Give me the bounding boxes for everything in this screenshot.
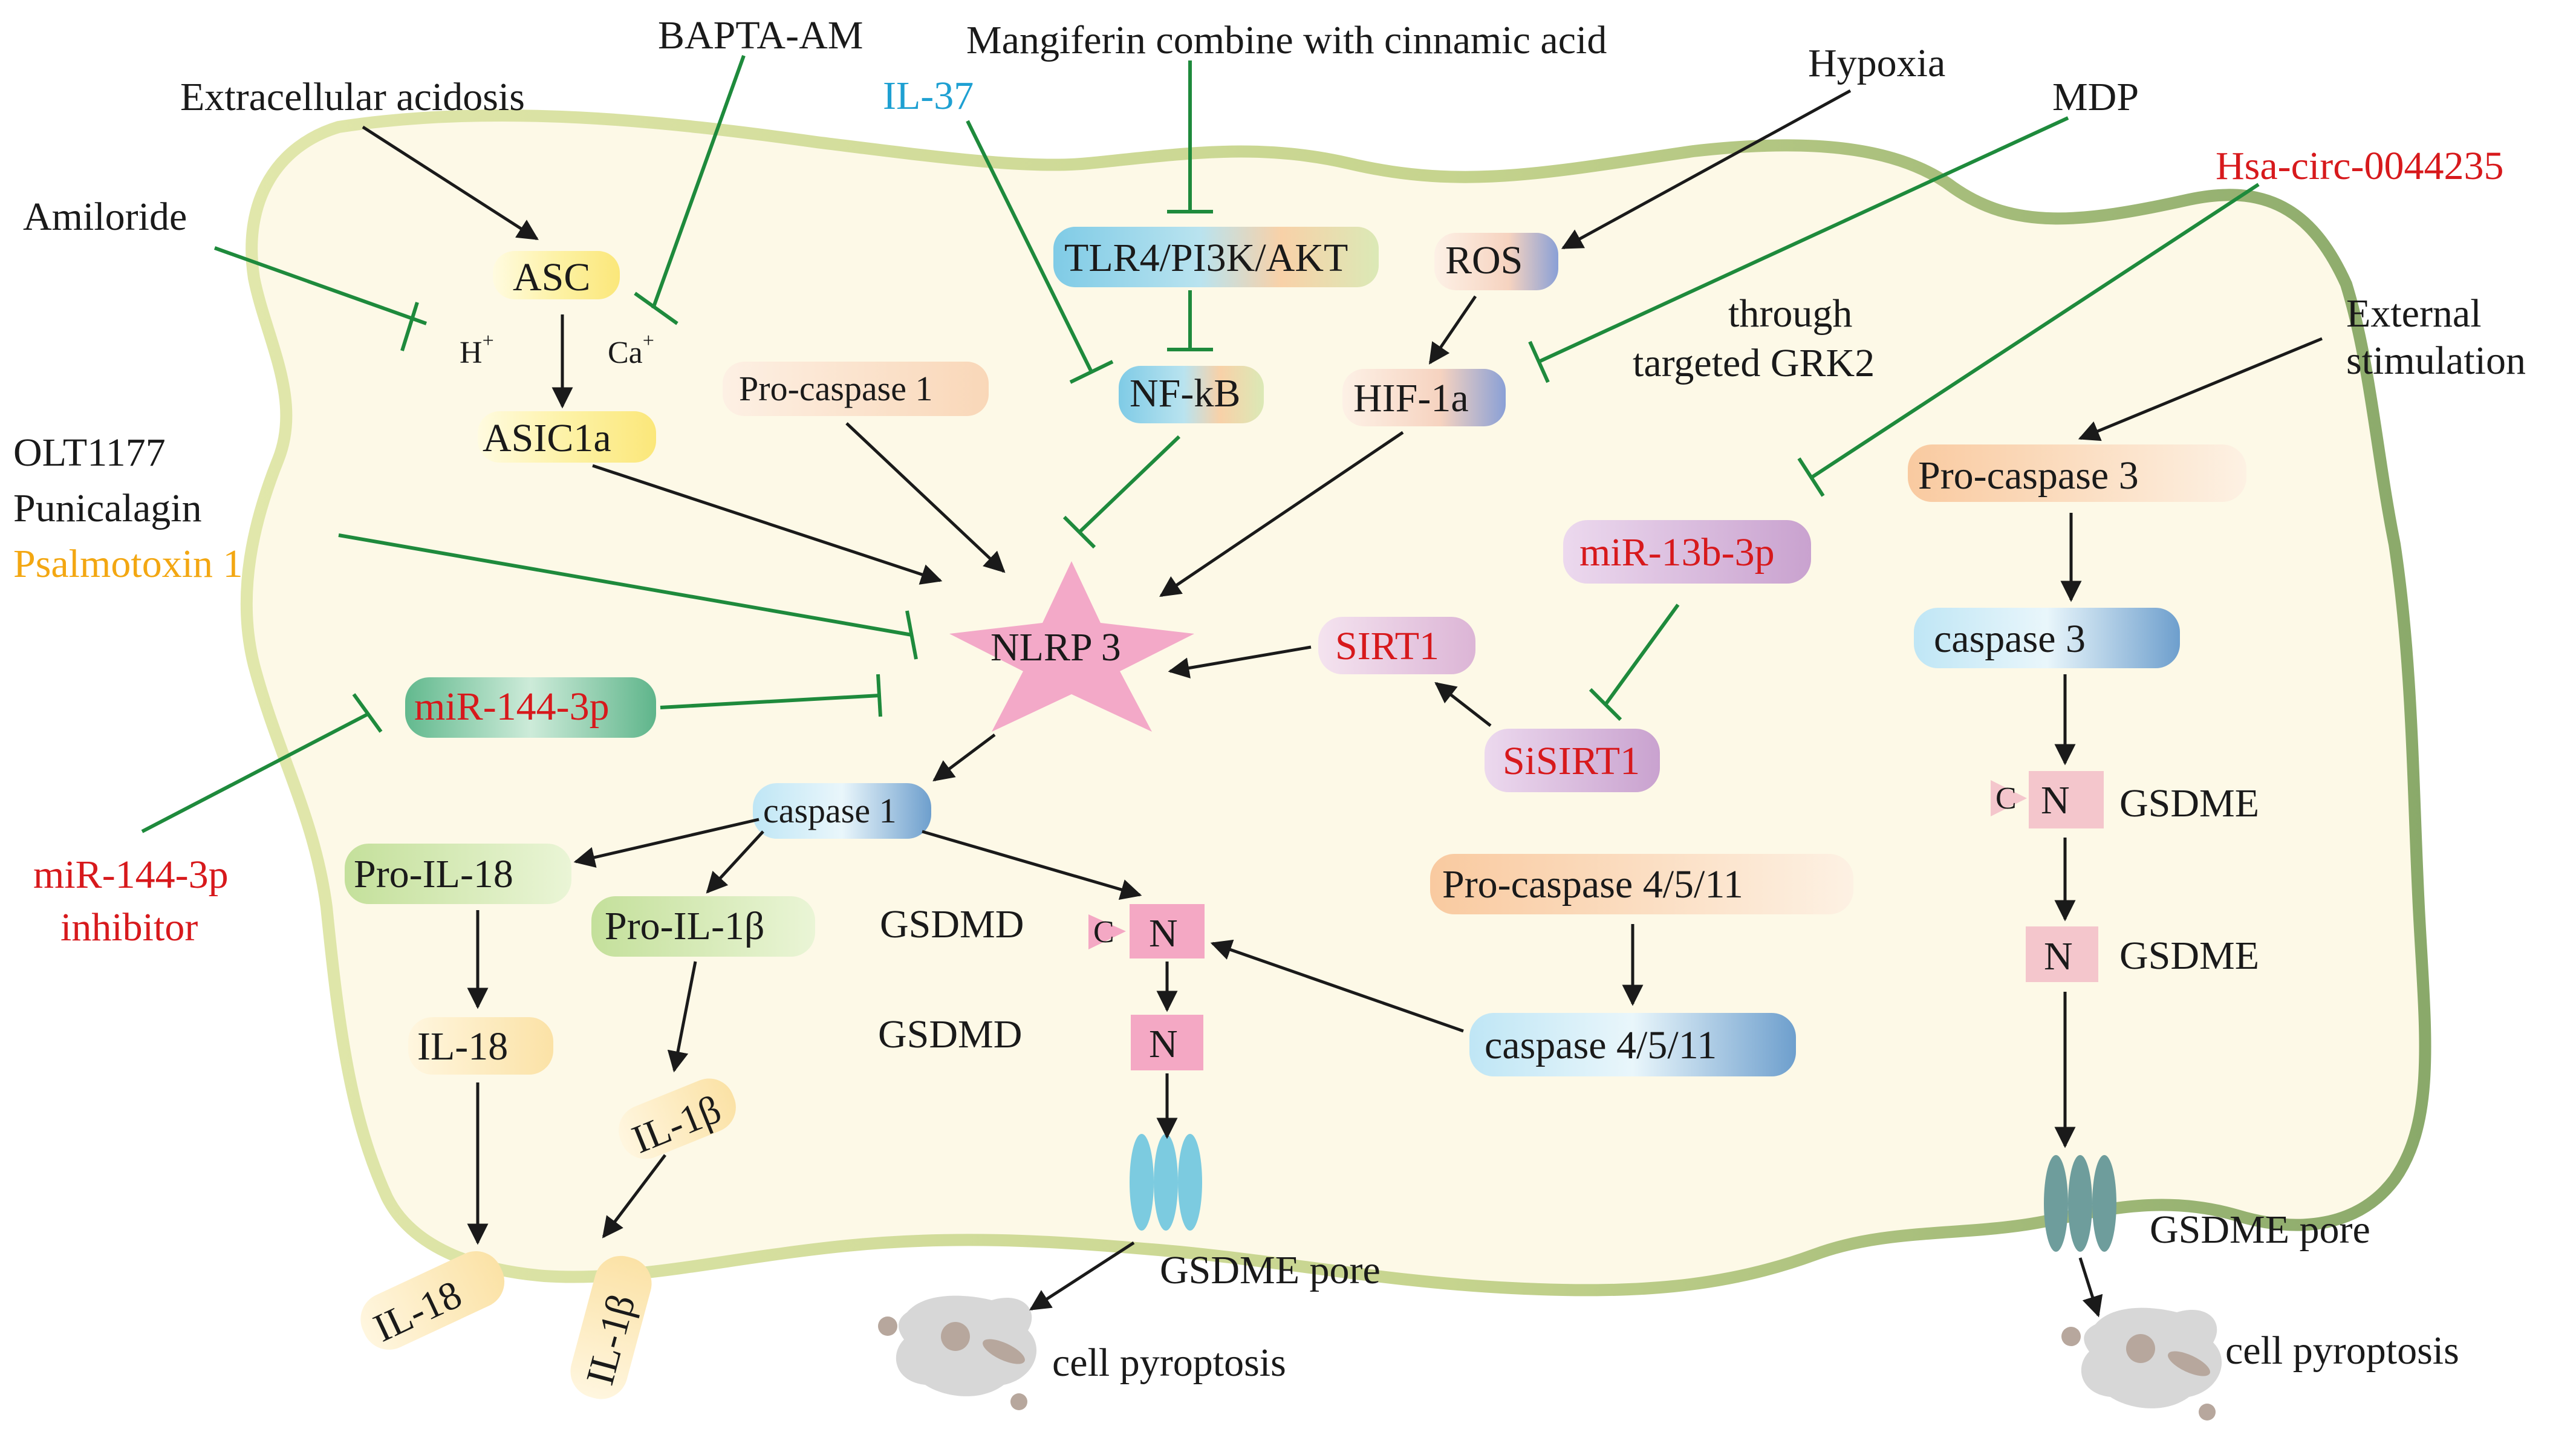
nfkb-label: NF-kB — [1130, 371, 1240, 415]
punicalagin-label: Punicalagin — [13, 486, 202, 530]
ros-node — [1434, 233, 1558, 290]
pro-caspase4511-label: Pro-caspase 4/5/11 — [1442, 862, 1743, 906]
nfkb-node — [1119, 366, 1264, 423]
ros-label: ROS — [1445, 238, 1523, 282]
il18-node — [408, 1017, 553, 1075]
psalmotoxin-label: Psalmotoxin 1 — [13, 542, 243, 586]
sirt1-node — [1318, 617, 1475, 674]
gsdme-label-1: GSDME — [2119, 781, 2259, 825]
pyroptotic-cell-right-icon — [2061, 1307, 2222, 1421]
il37-label: IL-37 — [883, 74, 974, 118]
amiloride-label: Amiloride — [23, 195, 187, 239]
mdp-label: MDP — [2052, 75, 2139, 119]
pro-caspase3-node — [1908, 444, 2246, 502]
pyroptotic-cell-left-icon — [878, 1295, 1037, 1410]
il18-label: IL-18 — [417, 1024, 508, 1069]
acidosis-label: Extracellular acidosis — [180, 75, 525, 119]
mir13b-node — [1563, 520, 1811, 584]
pro-caspase1-node — [723, 362, 989, 416]
gsdme-n-label: N — [2041, 778, 2070, 822]
gsdmd-c-label: C — [1093, 915, 1114, 949]
hif1a-node — [1342, 369, 1506, 426]
tlr4-label: TLR4/PI3K/AKT — [1064, 236, 1348, 280]
gsdme-pore-left-icon — [1130, 1134, 1202, 1231]
gsdmd-n-box — [1130, 904, 1205, 958]
asic1a-node — [478, 411, 656, 463]
mir144-inhibitor-line2: inhibitor — [60, 905, 198, 949]
gsdmd-c-fragment — [1088, 914, 1126, 949]
nlrp3-label: NLRP 3 — [990, 625, 1121, 669]
caspase1-label: caspase 1 — [763, 791, 897, 830]
mangiferin-label: Mangiferin combine with cinnamic acid — [966, 18, 1607, 62]
asc-node — [493, 251, 620, 299]
gsdme-c-label: C — [1995, 781, 2017, 816]
hypoxia-label: Hypoxia — [1808, 41, 1945, 85]
il1b-capsule — [619, 1078, 736, 1159]
pro-caspase4511-node — [1430, 854, 1853, 914]
sisirt1-node — [1485, 729, 1660, 792]
activation-arrows — [362, 89, 2323, 1318]
gsdmd-n-label: N — [1149, 911, 1178, 955]
gsdme-n-box-cleaved — [2026, 926, 2098, 982]
gsdmd-n-cleaved-label: N — [1149, 1022, 1178, 1066]
pyroptosis-right-label: cell pyroptosis — [2225, 1329, 2459, 1373]
il1b-out-capsule — [570, 1255, 652, 1399]
caspase3-label: caspase 3 — [1934, 617, 2086, 661]
bapta-label: BAPTA-AM — [658, 13, 863, 57]
stimulation-label: stimulation — [2346, 339, 2526, 383]
sirt1-label: SIRT1 — [1335, 624, 1439, 668]
gsdmd-n-box-cleaved — [1131, 1015, 1203, 1070]
pro-caspase3-label: Pro-caspase 3 — [1918, 454, 2139, 498]
pro-il18-label: Pro-IL-18 — [354, 852, 513, 896]
asc-label: ASC — [513, 255, 590, 299]
mir144-inhibitor-line1: miR-144-3p — [33, 853, 229, 897]
caspase4511-node — [1469, 1013, 1796, 1076]
gsdmd-label-1: GSDMD — [880, 902, 1024, 946]
h-ion-label: H+ — [460, 330, 494, 370]
caspase3-node — [1914, 608, 2180, 668]
pro-il1b-node — [591, 896, 815, 957]
targeted-grk2-label: targeted GRK2 — [1633, 341, 1875, 385]
il18-out-capsule — [360, 1251, 505, 1350]
gsdme-n-box — [2029, 771, 2104, 828]
caspase1-node — [753, 783, 931, 839]
gsdme-pore-right-icon — [2044, 1155, 2116, 1252]
hsa-circ-label: Hsa-circ-0044235 — [2216, 144, 2504, 188]
ca-ion-label: Ca+ — [608, 330, 654, 370]
sisirt1-label: SiSIRT1 — [1503, 739, 1640, 783]
mir144-label: miR-144-3p — [414, 685, 610, 729]
gsdme-c-fragment — [1991, 780, 2027, 816]
external-label: External — [2346, 291, 2482, 336]
inhibition-lines — [141, 54, 2260, 833]
gsdme-pore-right-label: GSDME pore — [2150, 1208, 2370, 1252]
caspase4511-label: caspase 4/5/11 — [1485, 1023, 1717, 1067]
olt1177-label: OLT1177 — [13, 431, 166, 475]
gsdme-pore-left-label: GSDME pore — [1160, 1248, 1381, 1292]
pro-il1b-label: Pro-IL-1β — [605, 904, 765, 948]
pyroptosis-left-label: cell pyroptosis — [1052, 1341, 1286, 1385]
mir144-node — [405, 677, 656, 738]
asic1a-label: ASIC1a — [483, 416, 611, 460]
nlrp3-star — [949, 561, 1194, 732]
pro-il18-node — [345, 844, 571, 904]
tlr4-node — [1053, 227, 1379, 287]
through-label: through — [1728, 291, 1852, 336]
mir13b-label: miR-13b-3p — [1579, 530, 1775, 574]
gsdme-label-2: GSDME — [2119, 934, 2259, 978]
gsdmd-label-2: GSDMD — [878, 1012, 1022, 1056]
pro-caspase1-label: Pro-caspase 1 — [739, 369, 933, 408]
hif1a-label: HIF-1a — [1353, 376, 1469, 420]
gsdme-n-cleaved-label: N — [2044, 934, 2073, 978]
